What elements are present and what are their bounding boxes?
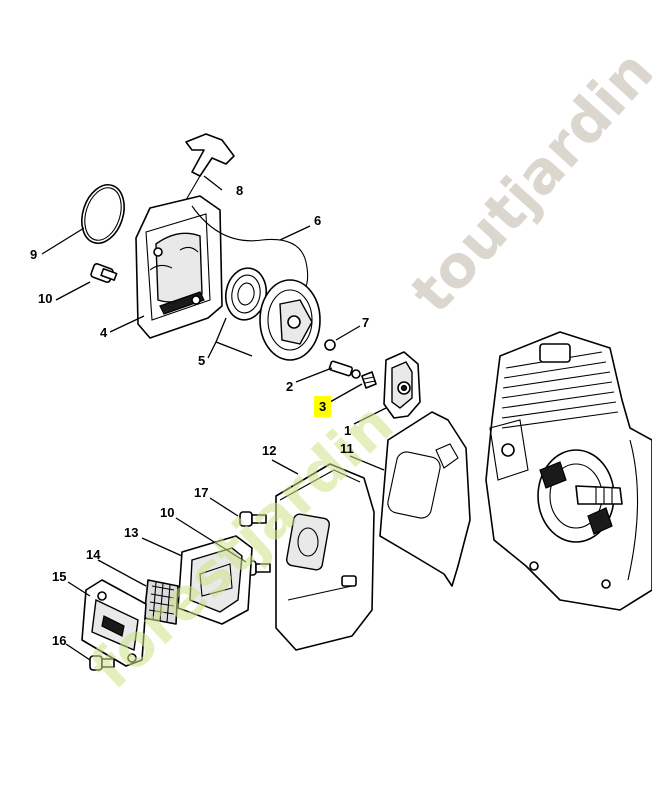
callout-14: 14: [86, 547, 101, 562]
callout-16: 16: [52, 633, 67, 648]
callout-9: 9: [30, 247, 38, 262]
callout-12: 12: [262, 443, 277, 458]
part-1-pawl: [383, 351, 421, 419]
part-12-muffler: [275, 463, 375, 651]
callout-13: 13: [124, 525, 139, 540]
part-2-bolt: [328, 360, 361, 379]
callout-6: 6: [314, 213, 322, 228]
callout-17: 17: [194, 485, 209, 500]
part-13-cover-plate: [177, 535, 253, 625]
part-17-screw: [239, 511, 267, 527]
part-8-starter-grip: [185, 133, 235, 201]
callout-15: 15: [52, 569, 67, 584]
callout-2: 2: [286, 379, 294, 394]
callout-10-upper: 10: [38, 291, 53, 306]
callout-11: 11: [340, 441, 354, 456]
engine-block: [485, 331, 652, 611]
part-4-starter-housing: [135, 195, 223, 339]
part-3-spring: [361, 371, 377, 389]
part-16-screw: [89, 655, 115, 671]
callout-4: 4: [100, 325, 108, 340]
callout-5: 5: [198, 353, 206, 368]
part-5-rope-rotor: [259, 279, 321, 361]
callout-8: 8: [236, 183, 244, 198]
callout-7: 7: [362, 315, 370, 330]
callout-1: 1: [344, 423, 352, 438]
part-9-oring: [81, 184, 125, 244]
callout-10-lower: 10: [160, 505, 175, 520]
part-14-spark-screen: [143, 579, 179, 625]
part-7-pin: [324, 339, 336, 351]
leader-lines: [41, 175, 387, 661]
part-10-screw-upper: [90, 263, 118, 283]
callout-3-highlight: 3: [314, 396, 332, 417]
part-15-outer-cover: [81, 579, 147, 667]
part-11-gasket: [379, 411, 471, 587]
part-6-starter-rope: [191, 205, 309, 299]
